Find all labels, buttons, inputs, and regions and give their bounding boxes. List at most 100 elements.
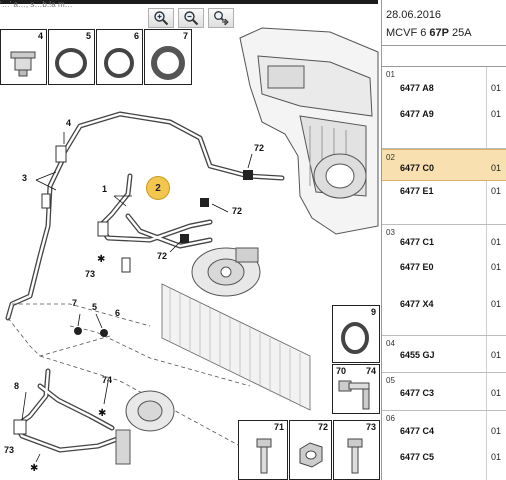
part-row[interactable]: 6477 X4 01 (382, 297, 506, 313)
part-quantity: 01 (491, 452, 502, 462)
valves (13, 145, 131, 435)
part-group-04[interactable]: 04 6455 GJ 01 (382, 336, 506, 373)
part-group-01[interactable]: 01 6477 A8 01 6477 A9 01 (382, 67, 506, 149)
model-bold: 67P (429, 27, 449, 39)
part-reference: 6455 GJ (400, 350, 435, 360)
part-reference: 6477 E0 (400, 262, 434, 272)
part-quantity: 01 (491, 388, 502, 398)
star-markers: ✱ ✱ ✱ (30, 254, 106, 474)
part-group-06[interactable]: 06 6477 C4 01 6477 C5 01 (382, 411, 506, 480)
zoom-fit-icon (214, 11, 229, 26)
part-quantity: 01 (491, 83, 502, 93)
condenser-drawing (161, 283, 311, 411)
vehicle-date: 28.06.2016 (386, 9, 442, 21)
gasket-icon (151, 46, 185, 80)
fit-view-button[interactable] (208, 8, 234, 28)
parts-list-panel: 28.06.2016 MCVF 6 67P 25A 01 6477 A8 01 … (381, 0, 506, 480)
thumb-number: 6 (133, 31, 139, 41)
header-strip (0, 0, 378, 4)
model-suffix: 25A (448, 27, 472, 39)
part-reference: 6477 E1 (400, 186, 434, 196)
part-row[interactable]: 6477 E1 01 (382, 184, 506, 200)
nut-icon (299, 442, 323, 468)
zoom-in-icon (154, 11, 169, 26)
callout-4: 4 (66, 118, 72, 128)
part-quantity: 01 (491, 186, 502, 196)
part-reference: 6477 C4 (400, 426, 435, 436)
dashed-leaders (7, 303, 251, 447)
part-reference: 6477 C5 (400, 452, 435, 462)
part-quantity: 01 (491, 237, 502, 247)
group-number: 02 (386, 153, 395, 162)
part-reference: 6477 X4 (400, 299, 434, 309)
thumb-number: 70 (336, 366, 347, 376)
svg-text:✱: ✱ (30, 463, 38, 474)
callout-8: 8 (14, 381, 20, 391)
thumb-part-71[interactable]: 71 (238, 420, 288, 480)
callout-3: 3 (22, 173, 28, 183)
part-row[interactable]: 6477 A8 01 (382, 81, 506, 97)
zoom-toolbar (148, 8, 234, 28)
part-group-03[interactable]: 03 6477 C1 01 6477 E0 01 6477 X4 01 (382, 225, 506, 336)
vehicle-model: MCVF 6 67P 25A (386, 27, 472, 39)
thumb-part-6[interactable]: 6 (96, 29, 143, 85)
thumb-part-72[interactable]: 72 (289, 420, 332, 480)
qty-column-divider (486, 67, 487, 480)
callout-73-lower: 73 (4, 445, 15, 455)
callout-leaders (21, 132, 253, 463)
part-row[interactable]: 6477 C3 01 (382, 386, 506, 402)
thumb-number: 5 (85, 31, 91, 41)
zoom-in-button[interactable] (148, 8, 174, 28)
part-reference: 6477 A8 (400, 83, 434, 93)
group-number: 05 (386, 376, 395, 385)
thumb-part-73[interactable]: 73 (333, 420, 380, 480)
callout-1: 1 (102, 184, 108, 194)
part-quantity: 01 (491, 350, 502, 360)
header-note: ‘…’ a…, s…b.!a m… (0, 0, 73, 8)
callout-7: 7 (72, 298, 78, 308)
thumb-number: 72 (317, 422, 328, 432)
bolt-icon (338, 380, 370, 410)
exploded-view-diagram: ✱ ✱ ✱ 4 3 1 72 72 72 73 7 5 6 8 7 4 73 2 (0, 26, 380, 480)
callout-73-upper: 73 (85, 269, 96, 279)
thumb-parts-70-74[interactable]: 70 74 (332, 364, 380, 414)
thumb-number: 73 (365, 422, 376, 432)
thumb-part-5[interactable]: 5 (48, 29, 95, 85)
group-number: 06 (386, 414, 395, 423)
thumb-part-9[interactable]: 9 (332, 305, 380, 363)
part-row[interactable]: 6477 C4 01 (382, 424, 506, 440)
thumb-part-4[interactable]: 4 (0, 29, 47, 85)
group-number: 01 (386, 70, 395, 79)
part-row[interactable]: 6477 C1 01 (382, 235, 506, 251)
group-number: 03 (386, 228, 395, 237)
svg-text:✱: ✱ (97, 254, 105, 265)
model-prefix: MCVF 6 (386, 27, 430, 39)
callout-72-top: 72 (254, 143, 265, 153)
highlighted-callout-2[interactable]: 2 (146, 176, 170, 200)
thumb-number: 71 (273, 422, 284, 432)
part-row[interactable]: 6477 E0 01 (382, 260, 506, 276)
svg-text:✱: ✱ (98, 408, 106, 419)
part-reference: 6477 C1 (400, 237, 435, 247)
part-quantity: 01 (491, 262, 502, 272)
zoom-out-button[interactable] (178, 8, 204, 28)
callout-6: 6 (115, 308, 121, 318)
part-reference: 6477 A9 (400, 109, 434, 119)
o-ring-icon (55, 48, 87, 78)
seal-ring-icon (341, 322, 369, 354)
thumb-part-7[interactable]: 7 (144, 29, 192, 85)
thumb-number: 9 (370, 307, 376, 317)
thumb-number: 7 (182, 31, 188, 41)
part-group-02-cont[interactable]: 6477 E1 01 (382, 181, 506, 225)
callout-72-mid: 72 (232, 206, 243, 216)
part-row[interactable]: 6477 A9 01 (382, 107, 506, 123)
part-group-05[interactable]: 05 6477 C3 01 (382, 373, 506, 411)
part-row-selected[interactable]: 6477 C0 01 (382, 161, 506, 177)
part-reference: 6477 C0 (400, 163, 435, 173)
fittings (74, 170, 253, 337)
part-row[interactable]: 6477 C5 01 (382, 450, 506, 466)
part-row[interactable]: 6455 GJ 01 (382, 348, 506, 364)
part-group-02[interactable]: 02 6477 C0 01 (382, 149, 506, 181)
bolt-icon (347, 438, 363, 474)
compressor-drawing (191, 247, 261, 297)
